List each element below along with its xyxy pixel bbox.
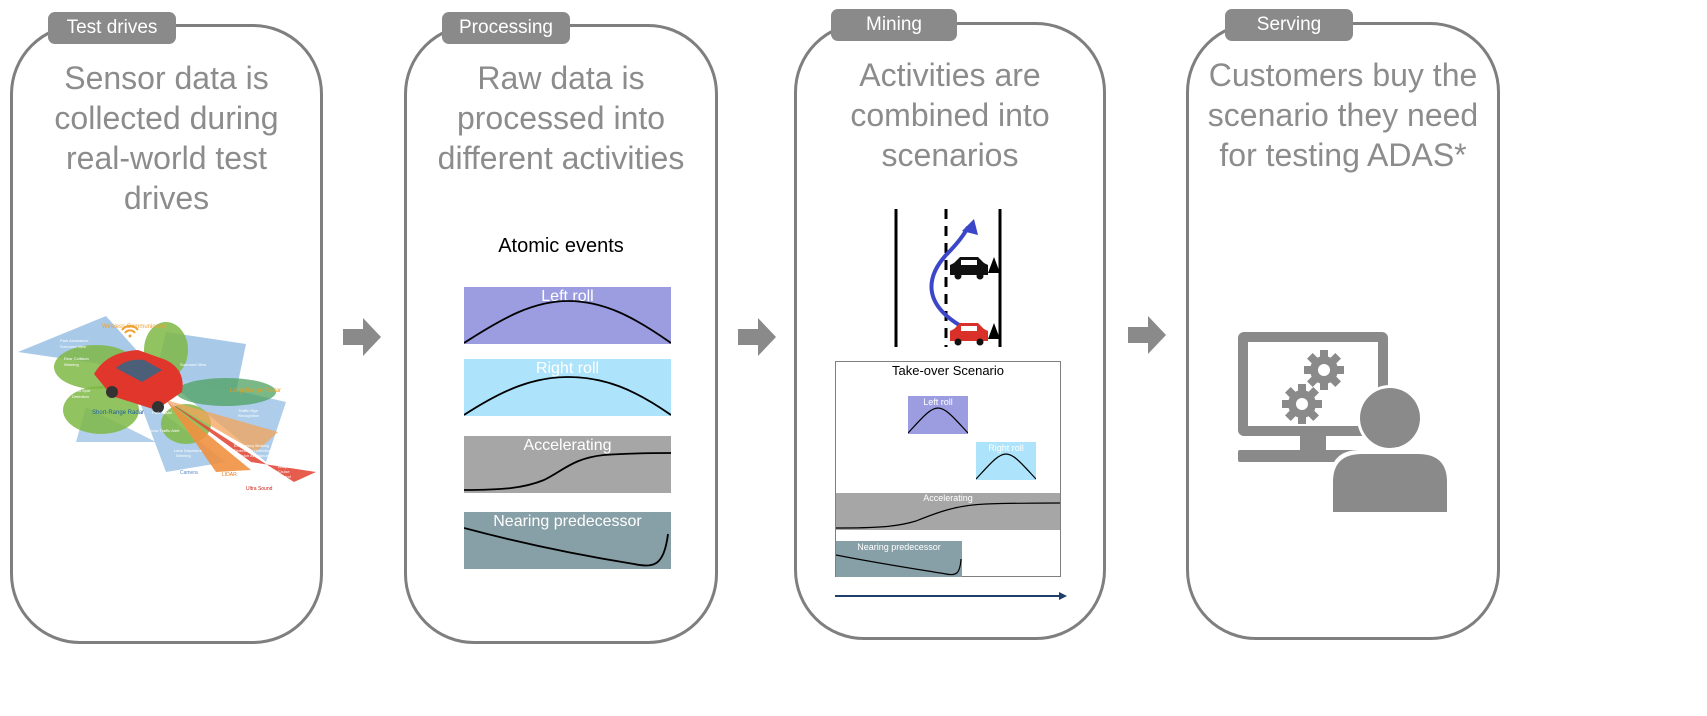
sensor-label: Rear Collision (64, 356, 89, 361)
flow-arrow-icon (1128, 316, 1166, 354)
heading-processing: Raw data is processed into different act… (414, 58, 708, 178)
band-label: Nearing predecessor (857, 542, 941, 552)
scenario-nearing: Nearing predecessor (836, 541, 962, 577)
atomic-events-title: Atomic events (498, 235, 624, 257)
band-label: Accelerating (923, 493, 973, 503)
atomic-band-nearing: Nearing predecessor (464, 512, 671, 569)
sensor-label: Cruise (278, 469, 290, 474)
heading-line: Activities are (859, 57, 1041, 93)
take-over-scenario-box: Take-over Scenario Left roll Right roll … (835, 361, 1061, 577)
band-label: Right roll (535, 360, 600, 377)
heading-line: Customers buy the (1208, 57, 1478, 93)
flow-arrow-icon (343, 318, 381, 356)
heading-line: Raw data is (477, 60, 645, 96)
scenario-accelerating: Accelerating (836, 493, 1060, 530)
sensor-label: Ultra Sound (246, 486, 273, 492)
sensor-label: LIDAR (222, 472, 237, 478)
timeline-arrow-icon (835, 592, 1067, 600)
atomic-band-right-roll: Right roll (464, 359, 671, 416)
band-label: Left roll (923, 397, 953, 407)
atomic-band-accelerating: Accelerating (464, 436, 671, 493)
sensor-label: Adaptive (278, 464, 294, 469)
sensor-label: Park Assist (152, 410, 173, 415)
sensor-label: Detection (72, 394, 89, 399)
nearing-curve (464, 527, 669, 567)
atomic-band-left-roll: Left roll (464, 287, 671, 344)
heading-serving: Customers buy the scenario they need for… (1196, 55, 1490, 175)
heading-line: Sensor data is (64, 60, 269, 96)
sensor-label: Wireless Communication (102, 324, 168, 330)
sensor-coverage-illustration: Wireless Communication Park Assistance S… (18, 316, 316, 492)
road-scene-illustration (894, 209, 1002, 347)
heading-line: drives (123, 180, 210, 216)
band-label: Accelerating (523, 437, 612, 454)
heading-line: real-world test (66, 140, 267, 176)
heading-line: for testing ADAS* (1219, 137, 1467, 173)
band-label: Nearing predecessor (493, 513, 642, 530)
sensor-label: Warning (64, 362, 79, 367)
sensor-label: Control (278, 474, 291, 479)
tab-serving: Serving (1225, 9, 1353, 41)
scenario-left-roll: Left roll (908, 396, 968, 434)
tab-mining: Mining (831, 9, 957, 41)
sensor-label: Emergency Braking (234, 443, 269, 448)
heading-line: scenario they need (1207, 97, 1479, 133)
panel-serving (1186, 22, 1500, 640)
sensor-label: Long-Range Radar (230, 388, 281, 394)
flow-arrow-icon (738, 318, 776, 356)
heading-line: scenarios (881, 137, 1019, 173)
scenario-title: Take-over Scenario (892, 363, 1004, 378)
heading-line: different activities (437, 140, 685, 176)
sensor-label: Park Assistance (60, 338, 89, 343)
sensor-label: Recognition (238, 413, 259, 418)
sensor-label: Collision Avoidance (234, 453, 269, 458)
accelerating-curve (836, 502, 1060, 529)
heading-mining: Activities are combined into scenarios (804, 55, 1096, 175)
sensor-label: Surround View (60, 344, 86, 349)
heading-line: combined into (850, 97, 1050, 133)
customer-monitor-icon (1238, 332, 1450, 512)
left-roll-curve (464, 300, 671, 344)
sensor-label: Blind Spot (72, 388, 91, 393)
sensor-label: Traffic Sign (238, 408, 258, 413)
nearing-curve (836, 554, 962, 576)
left-roll-curve (908, 407, 968, 434)
accelerating-curve (464, 452, 671, 491)
gear-icon (1304, 350, 1344, 390)
gear-icon (1282, 384, 1322, 424)
tab-processing: Processing (442, 12, 570, 44)
tab-test-drives: Test drives (48, 12, 176, 44)
heading-line: collected during (54, 100, 279, 136)
sensor-label: Short-Range Radar (92, 410, 144, 416)
sensor-label: Warning (176, 453, 191, 458)
sensor-label: Surround View (180, 362, 206, 367)
right-roll-curve (976, 453, 1036, 480)
sensor-label: Cross Traffic Alert (148, 428, 180, 433)
heading-line: processed into (456, 100, 666, 136)
sensor-label: Camera (180, 470, 198, 476)
band-label: Left roll (541, 288, 594, 305)
sensor-label: Lane Departure (174, 448, 203, 453)
sensor-label: Pedestrian Detection (234, 448, 271, 453)
heading-test-drives: Sensor data is collected during real-wor… (20, 58, 313, 218)
band-label: Right roll (988, 443, 1024, 453)
right-roll-curve (464, 376, 671, 416)
scenario-right-roll: Right roll (976, 442, 1036, 480)
